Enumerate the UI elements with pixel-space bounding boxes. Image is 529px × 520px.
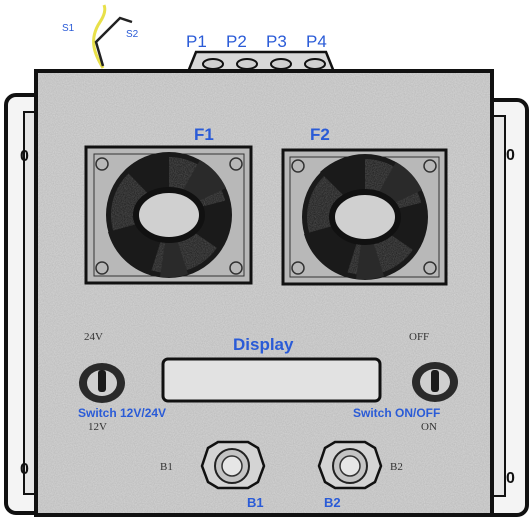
port-label-p4: P4 [306, 32, 327, 51]
button-b2-side-label: B2 [390, 461, 403, 473]
fan-1 [84, 145, 253, 285]
bracket-mark-right-lower: 0 [506, 470, 515, 487]
power-switch-bottom-label: ON [421, 421, 437, 433]
push-button-b2[interactable] [317, 440, 383, 490]
button-b2-label: B2 [324, 495, 341, 510]
bracket-mark-left-lower: 0 [20, 461, 29, 478]
port-label-p2: P2 [226, 32, 247, 51]
display-label: Display [233, 335, 294, 354]
button-b1-side-label: B1 [160, 461, 173, 473]
display-window [161, 357, 382, 403]
power-switch-top-label: OFF [409, 331, 430, 343]
bracket-mark-left-upper: 0 [20, 148, 29, 165]
fan-2-label: F2 [310, 125, 330, 144]
port-label-p1: P1 [186, 32, 207, 51]
wires [92, 4, 133, 69]
voltage-switch[interactable] [79, 363, 125, 403]
wire-label-s1: S1 [62, 23, 75, 34]
wire-label-s2: S2 [126, 29, 139, 40]
fan-2 [281, 148, 448, 286]
push-button-b1[interactable] [200, 440, 266, 490]
power-switch[interactable] [412, 362, 458, 402]
voltage-switch-top-label: 24V [84, 331, 103, 343]
port-label-p3: P3 [266, 32, 287, 51]
button-b1-label: B1 [247, 495, 264, 510]
voltage-switch-label: Switch 12V/24V [78, 406, 167, 420]
bracket-mark-right-upper: 0 [506, 147, 515, 164]
fan-1-label: F1 [194, 125, 214, 144]
power-switch-label: Switch ON/OFF [353, 406, 441, 420]
voltage-switch-bottom-label: 12V [88, 421, 107, 433]
main-panel [34, 69, 494, 517]
